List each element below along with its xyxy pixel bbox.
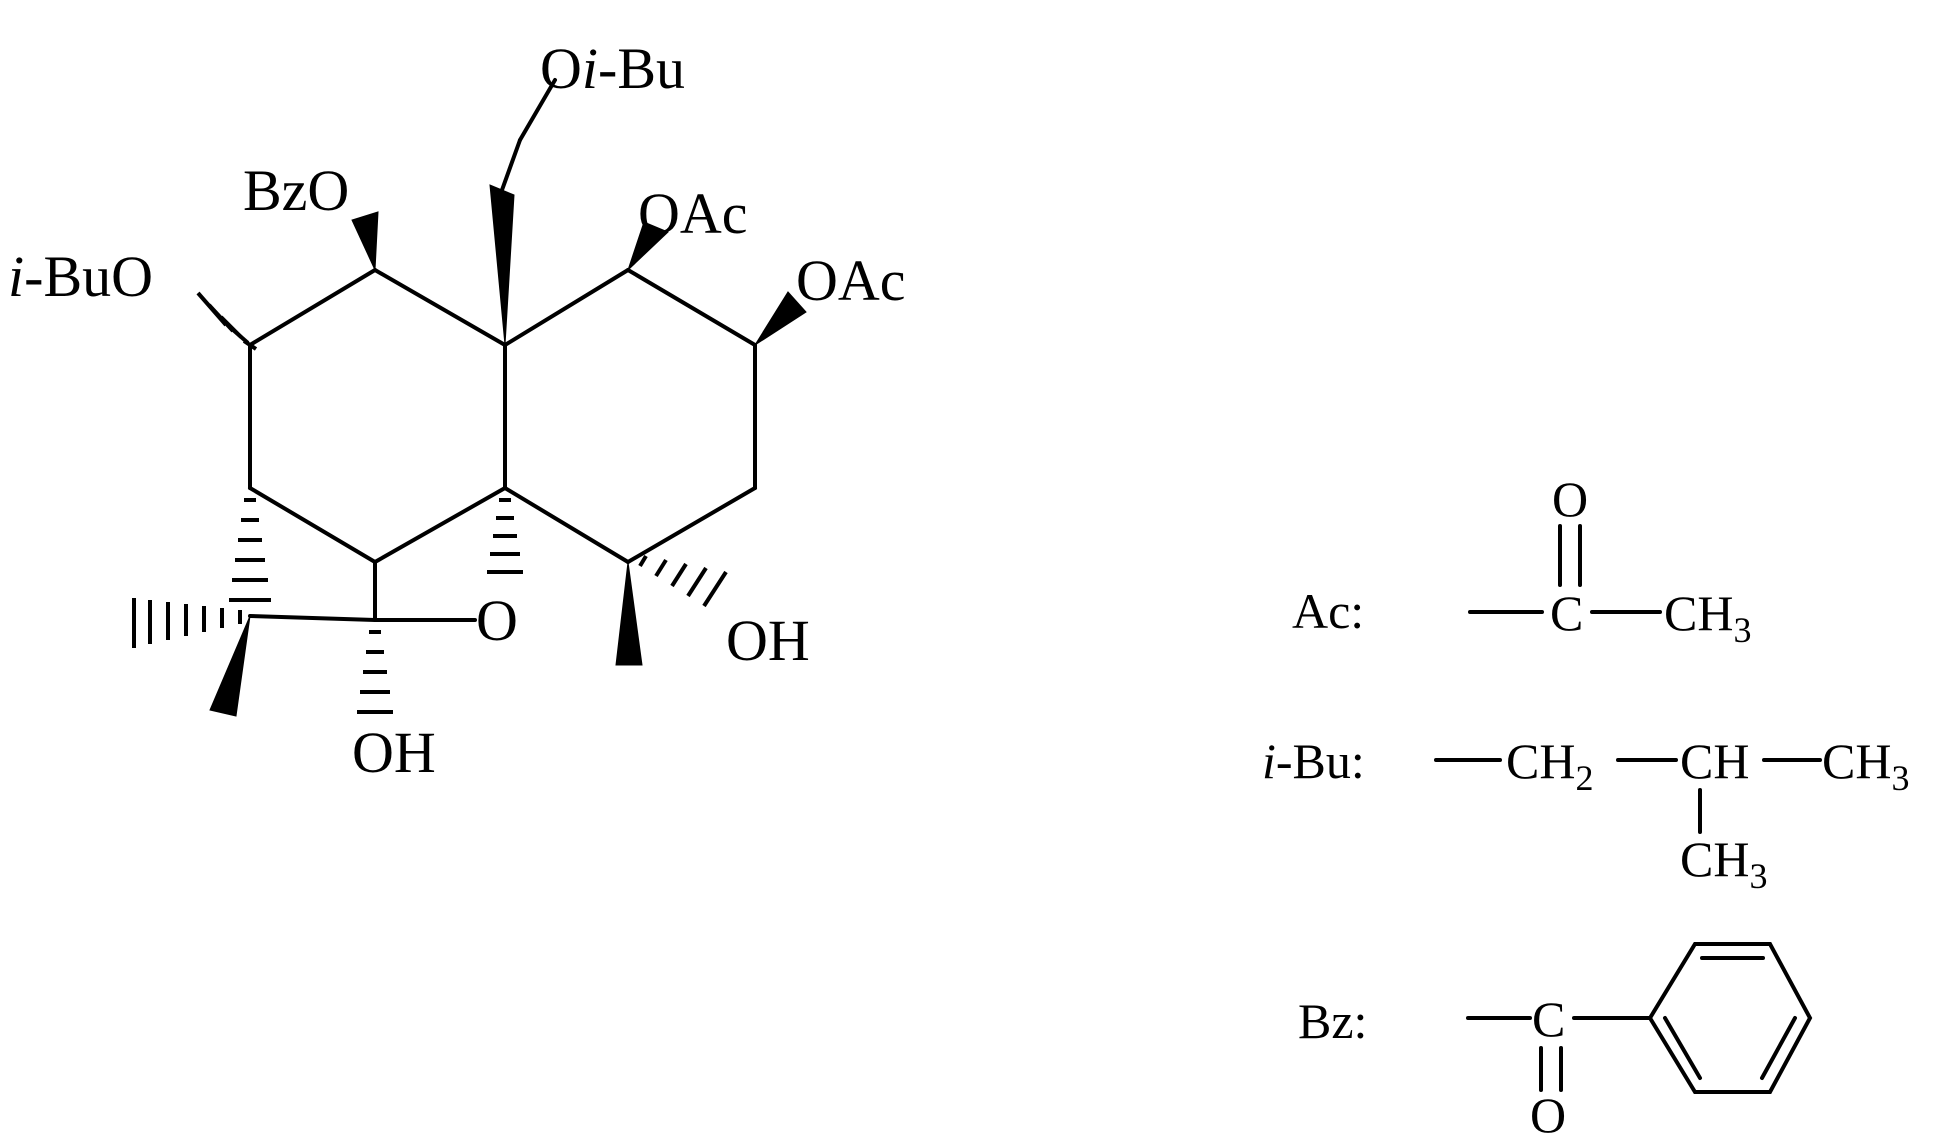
oac-label-2: OAc	[796, 248, 906, 313]
wedge-bonds	[209, 138, 807, 717]
legend-ac-label: Ac:	[1292, 583, 1364, 639]
legend-ac-ch3: CH3	[1664, 585, 1751, 650]
oibu-top-label: Oi-Bu	[540, 36, 685, 101]
molecule-skeleton	[248, 78, 757, 622]
benzene-ring	[1647, 942, 1813, 1094]
oac-label-1: OAc	[638, 181, 748, 246]
oh-bottom-label: OH	[352, 720, 436, 785]
legend-ibu: i-Bu: CH2 CH CH3 CH3	[1262, 733, 1909, 896]
oh-right-label: OH	[726, 608, 810, 673]
legend-ibu-ch2: CH2	[1506, 733, 1593, 798]
legend-ibu-label: i-Bu:	[1262, 733, 1365, 789]
legend-bz-c: C	[1532, 991, 1565, 1047]
hashed-bonds	[132, 291, 728, 714]
legend-bz: Bz: C O	[1298, 942, 1813, 1142]
ring-o-label: O	[476, 588, 518, 653]
legend-bz-label: Bz:	[1298, 993, 1367, 1049]
legend-ac: Ac: O C CH3	[1292, 471, 1751, 650]
legend-ibu-ch: CH	[1680, 733, 1749, 789]
ibuo-label: i-BuO	[8, 244, 153, 309]
legend-ac-c: C	[1550, 585, 1583, 641]
legend-ac-o: O	[1552, 471, 1588, 527]
legend-bz-o: O	[1530, 1087, 1566, 1142]
legend-ibu-ch3-down: CH3	[1680, 831, 1767, 896]
molecule-labels: Oi-Bu BzO i-BuO OAc OAc O OH OH	[8, 36, 906, 785]
bzo-label: BzO	[243, 158, 349, 223]
legend-ibu-ch3-right: CH3	[1822, 733, 1909, 798]
